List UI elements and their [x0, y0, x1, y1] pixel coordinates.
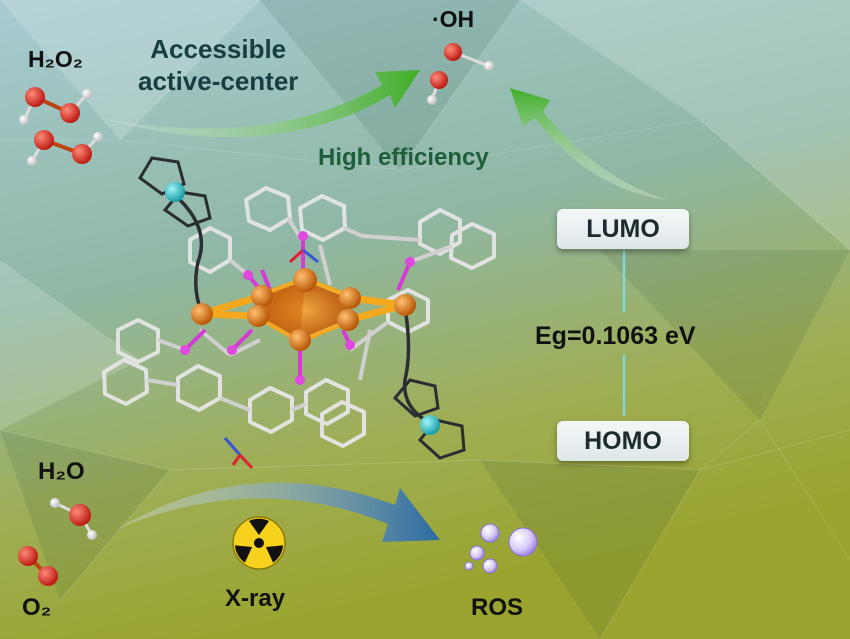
radiation-icon	[232, 516, 286, 570]
o2-label: O₂	[22, 594, 52, 621]
nitrate-fragment	[223, 437, 254, 470]
cluster-structure	[102, 156, 496, 460]
oh-radical-label: ·OH	[432, 6, 475, 32]
green-arrow-icon	[510, 88, 668, 200]
h2o2-molecule	[19, 87, 92, 125]
h2o2-molecule	[27, 130, 103, 166]
water-molecule	[50, 498, 97, 540]
high-efficiency-label: High efficiency	[318, 144, 489, 171]
h2o-label: H₂O	[38, 458, 85, 485]
accessible-center-label: Accessible active-center	[138, 33, 298, 97]
lumo-box: LUMO	[557, 209, 689, 249]
green-arrow-icon	[100, 70, 420, 138]
blue-arrow-icon	[115, 482, 440, 542]
hydroxyl-radical	[427, 71, 448, 105]
h2o2-label: H₂O₂	[28, 46, 83, 72]
accessible-line-2: active-center	[138, 66, 299, 96]
oxygen-molecule	[18, 546, 58, 586]
ros-bubbles	[464, 523, 538, 574]
ros-label: ROS	[471, 594, 524, 621]
band-gap-label: Eg=0.1063 eV	[535, 322, 696, 350]
accessible-line-1: Accessible	[150, 34, 287, 64]
hydroxyl-radical	[444, 43, 494, 71]
homo-box: HOMO	[557, 421, 689, 461]
xray-label: X-ray	[225, 585, 286, 612]
